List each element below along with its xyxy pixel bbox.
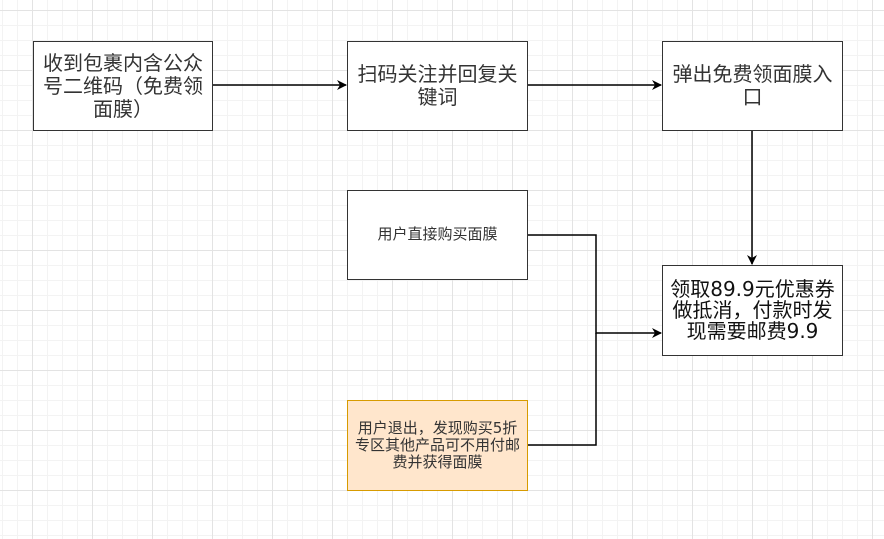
node-popup-entry[interactable]: 弹出免费领面膜入口	[662, 41, 843, 131]
node-label: 收到包裹内含公众号二维码（免费领面膜）	[43, 50, 203, 121]
node-receive-package[interactable]: 收到包裹内含公众号二维码（免费领面膜）	[33, 41, 213, 131]
node-label: 领取89.9元优惠券做抵消，付款时发现需要邮费9.9	[670, 277, 835, 343]
edge-n6-n4	[527, 333, 597, 446]
node-label: 用户退出，发现购买5折专区其他产品可不用付邮费并获得面膜	[354, 418, 520, 472]
node-label: 用户直接购买面膜	[377, 225, 498, 244]
node-label: 扫码关注并回复关键词	[357, 62, 518, 109]
node-direct-purchase[interactable]: 用户直接购买面膜	[347, 190, 528, 280]
node-scan-follow[interactable]: 扫码关注并回复关键词	[347, 41, 528, 131]
edge-n5-n4	[527, 234, 662, 338]
node-label: 弹出免费领面膜入口	[672, 62, 833, 109]
node-half-price-zone[interactable]: 用户退出，发现购买5折专区其他产品可不用付邮费并获得面膜	[347, 400, 528, 491]
node-coupon-shipping-fee[interactable]: 领取89.9元优惠券做抵消，付款时发现需要邮费9.9	[662, 265, 843, 356]
